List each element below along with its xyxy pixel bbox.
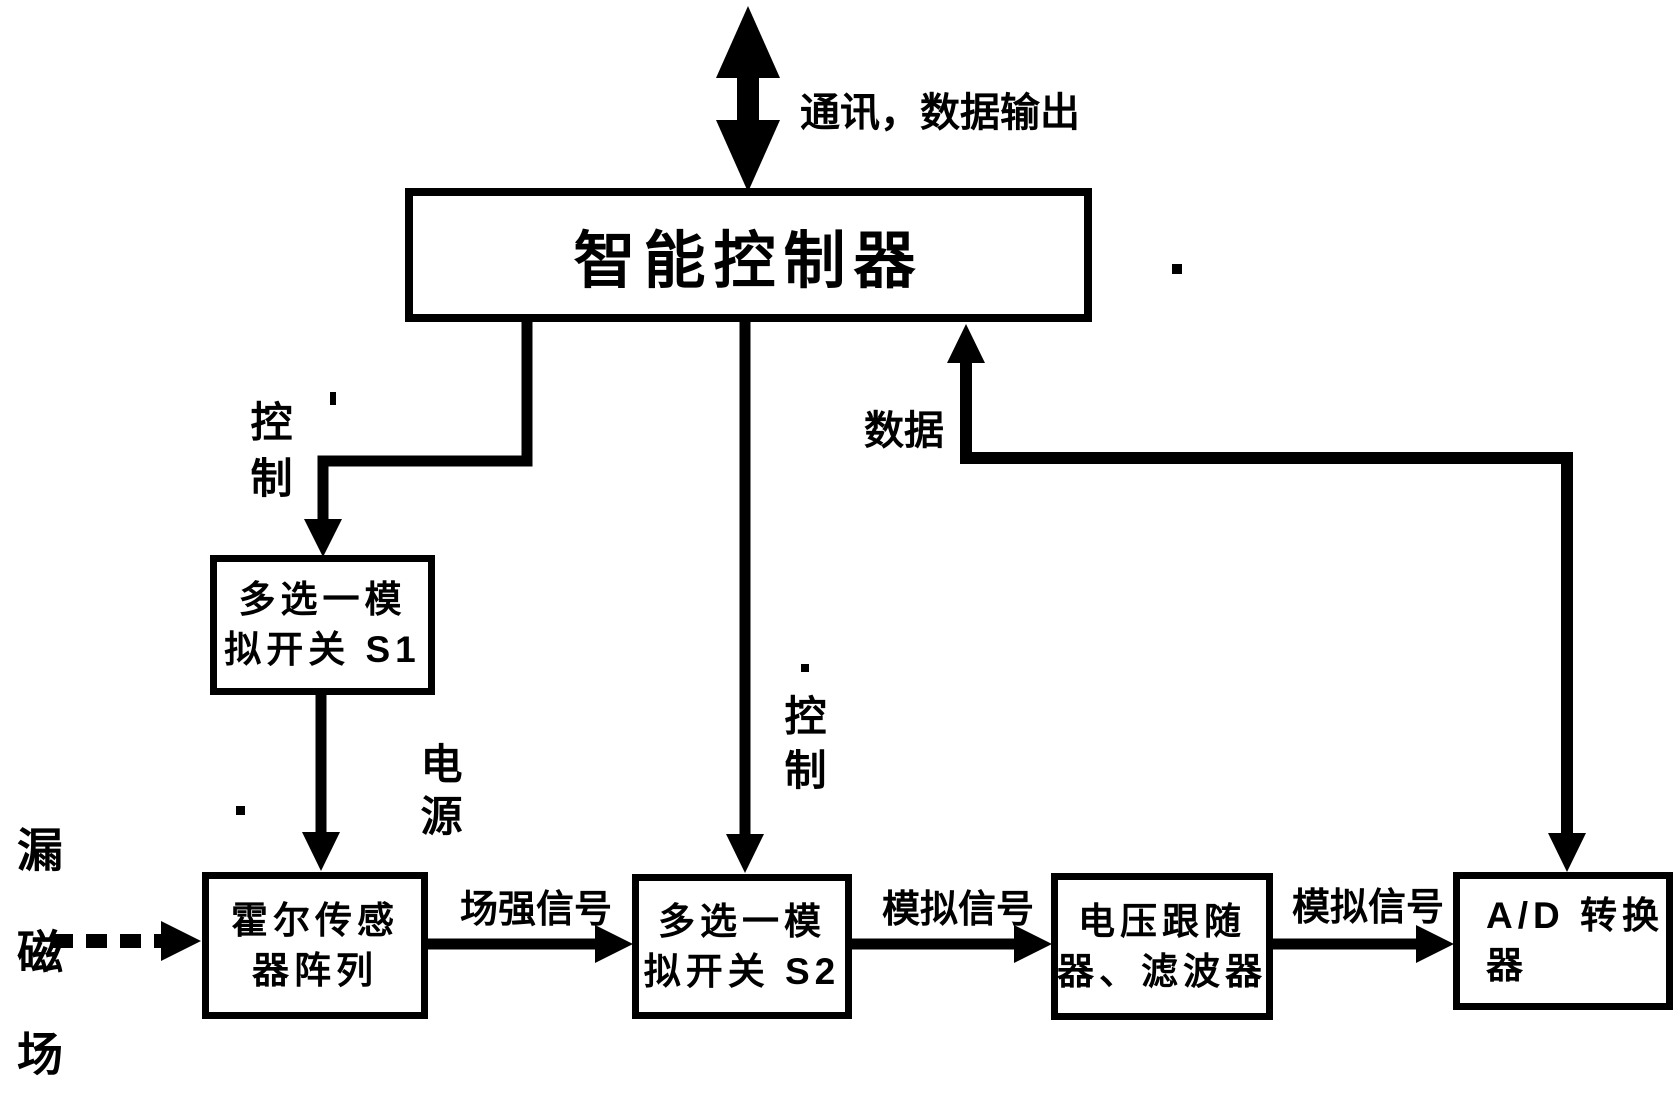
controller-box: 智能控制器	[405, 188, 1092, 322]
ad-converter-box: A/D 转换 器	[1453, 872, 1673, 1010]
field-strength-signal-label: 场强信号	[460, 889, 613, 931]
switch-s1-line2: 拟开关 S1	[224, 629, 421, 670]
ad-converter-line2: 器	[1486, 945, 1528, 986]
scan-artifact-dot	[330, 392, 336, 405]
voltage-follower-box: 电压跟随 器、滤波器	[1051, 873, 1273, 1020]
analog-signal-right-label: 模拟信号	[1292, 887, 1445, 929]
analog-signal-arrow-2-icon	[1273, 925, 1454, 963]
controller-label: 智能控制器	[573, 227, 924, 296]
switch-s2-line2: 拟开关 S2	[643, 950, 841, 992]
comm-double-arrow-icon	[716, 6, 780, 192]
control-center-label: 控制	[779, 694, 826, 802]
leakage-dashed-arrow-icon	[52, 921, 201, 961]
data-label: 数据	[864, 409, 944, 453]
power-label: 电源	[415, 742, 462, 846]
scan-artifact-dot	[236, 806, 245, 815]
field-signal-arrow-icon	[428, 925, 633, 963]
voltage-follower-line1: 电压跟随	[1078, 900, 1246, 942]
analog-signal-left-label: 模拟信号	[882, 889, 1035, 931]
comm-data-output-label: 通讯，数据输出	[800, 91, 1080, 135]
voltage-follower-line2: 器、滤波器	[1057, 950, 1267, 992]
switch-s2-box: 多选一模 拟开关 S2	[632, 874, 852, 1019]
data-feedback-arrow-icon	[947, 324, 1586, 872]
hall-array-line2: 器阵列	[252, 949, 378, 991]
ad-converter-line1: A/D 转换	[1486, 895, 1664, 936]
switch-s1-line1: 多选一模	[238, 579, 407, 620]
scan-artifact-dot	[1172, 264, 1182, 274]
power-arrow-icon	[302, 695, 340, 871]
control-s1-arrow-icon	[304, 322, 533, 557]
leakage-field-label: 漏磁场	[11, 826, 63, 1095]
switch-s1-box: 多选一模 拟开关 S1	[210, 555, 435, 695]
scan-artifact-dot	[801, 664, 809, 672]
analog-signal-arrow-1-icon	[852, 925, 1052, 963]
control-s2-arrow-icon	[726, 322, 764, 873]
hall-array-line1: 霍尔传感	[231, 899, 399, 941]
hall-array-box: 霍尔传感 器阵列	[202, 872, 428, 1019]
control-left-label: 控制	[245, 400, 292, 512]
switch-s2-line1: 多选一模	[658, 900, 826, 942]
